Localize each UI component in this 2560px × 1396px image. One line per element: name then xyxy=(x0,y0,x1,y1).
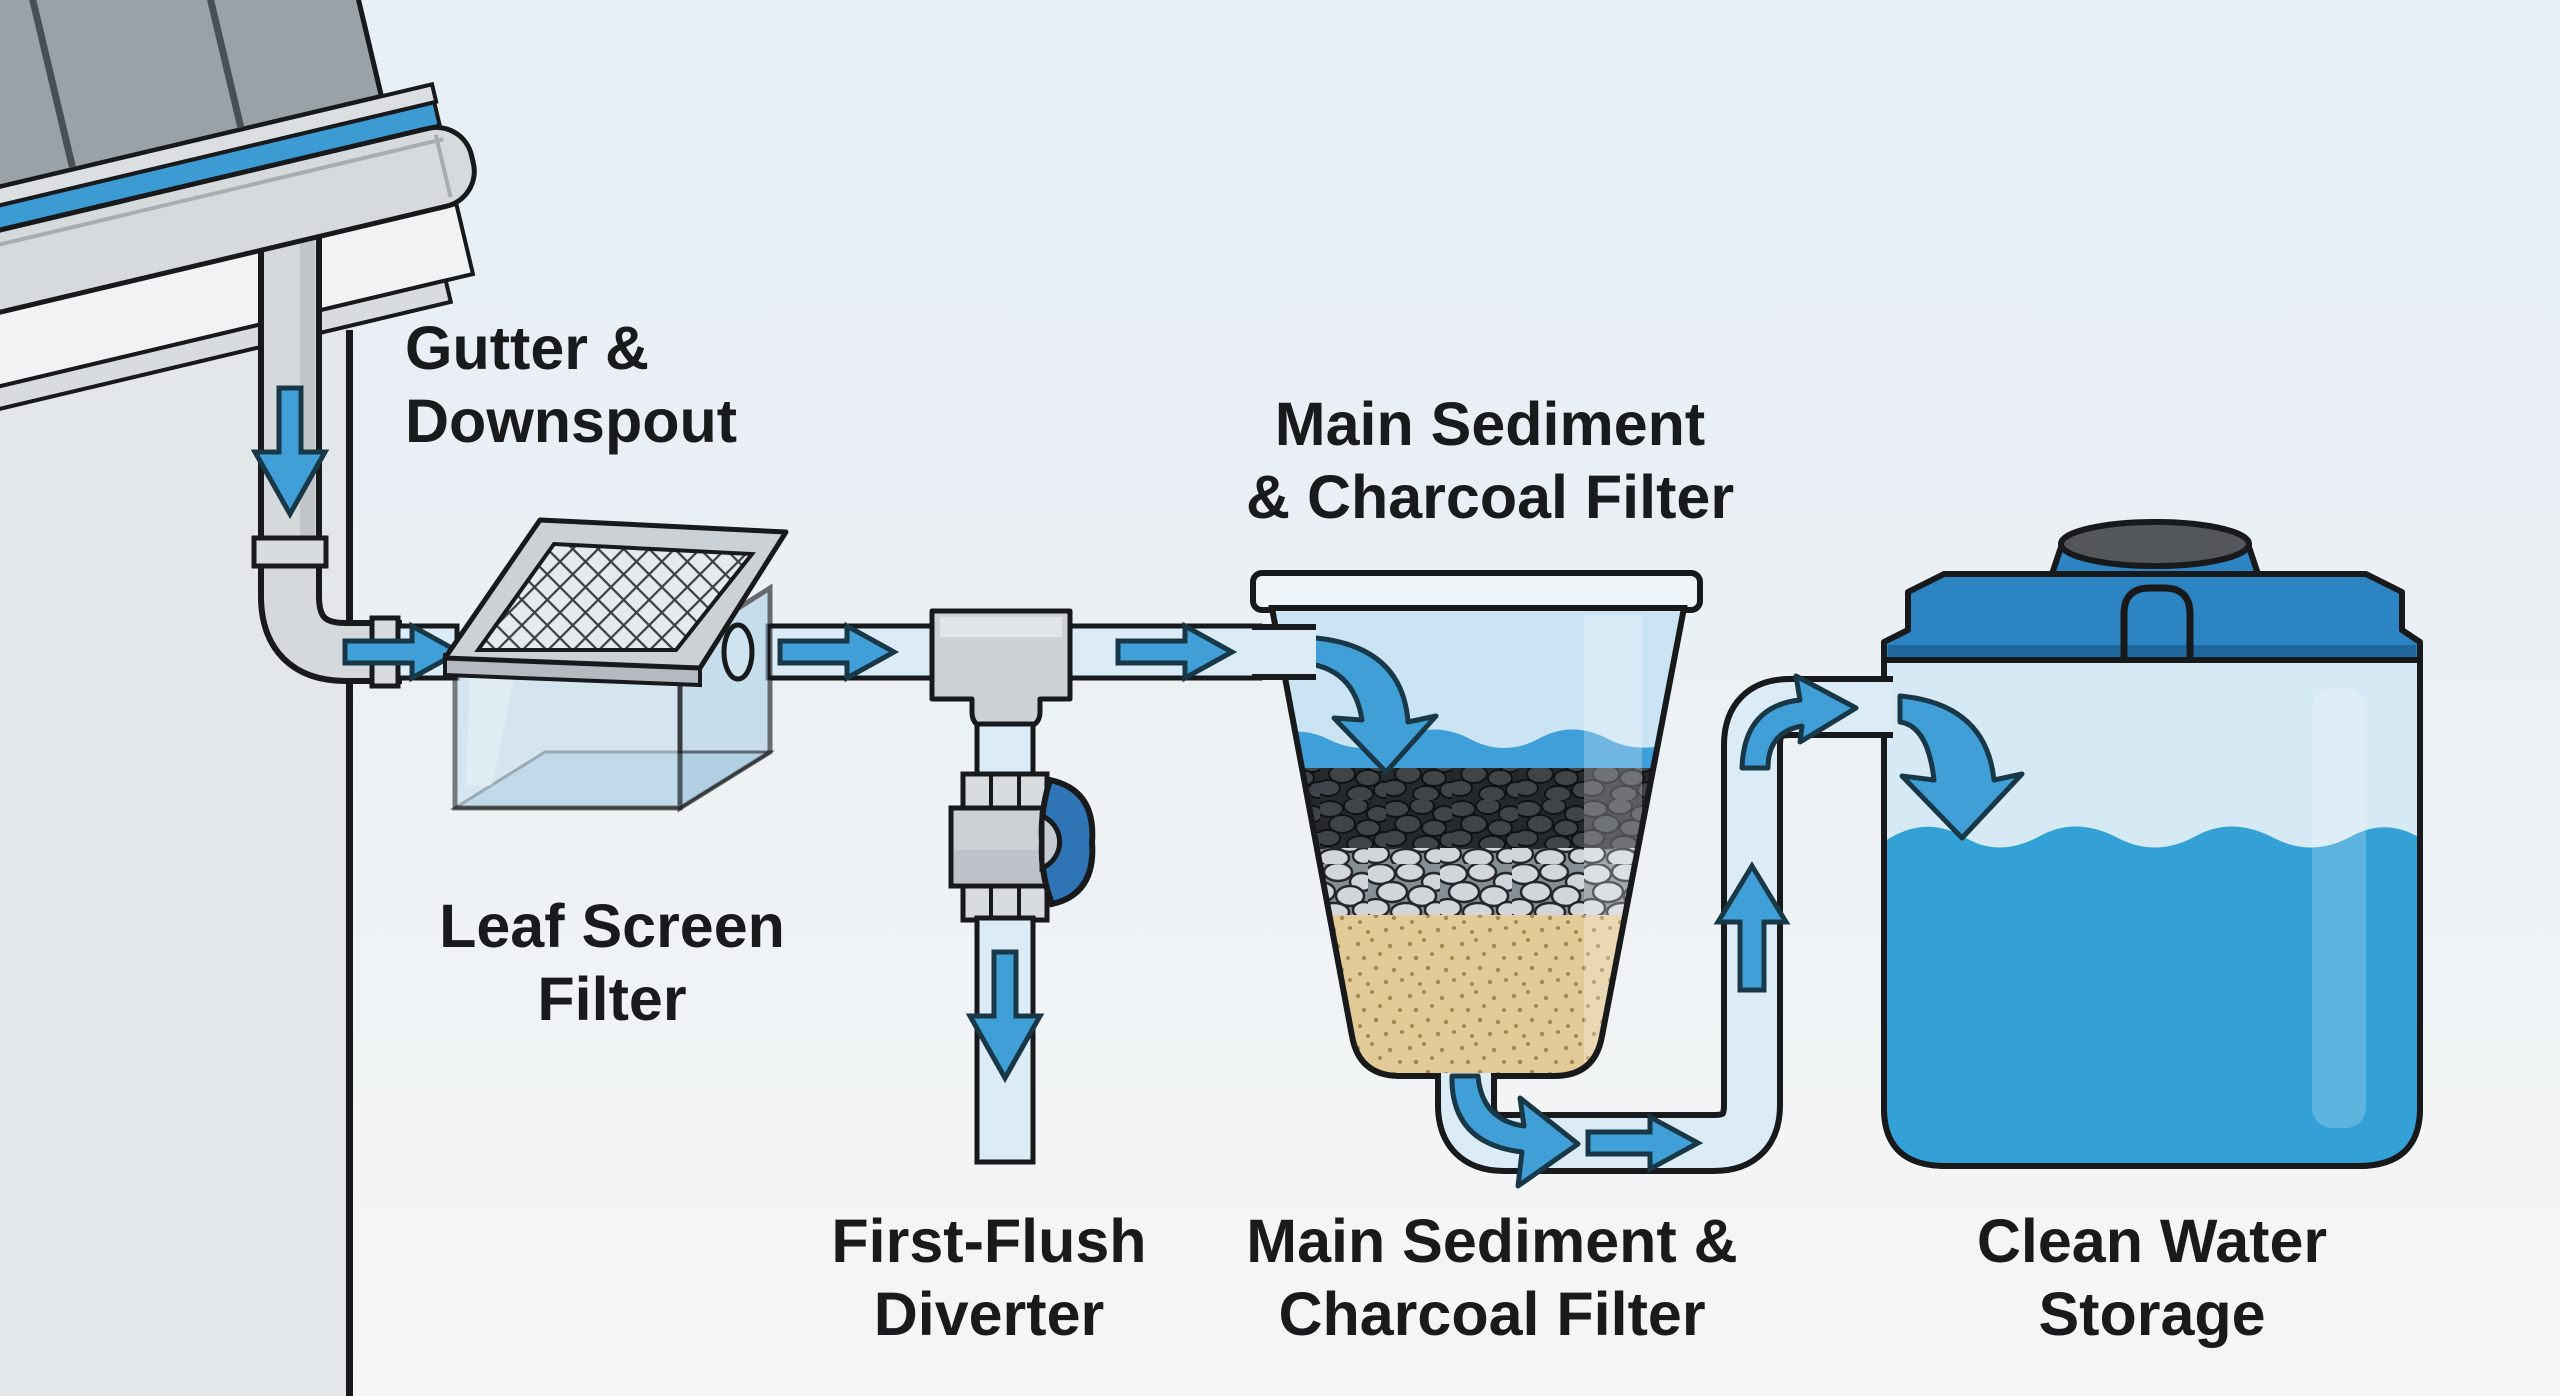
gravel-layer xyxy=(1272,848,1684,915)
label-main-filter-top: Main Sediment & Charcoal Filter xyxy=(1246,388,1734,534)
downspout-coupling xyxy=(251,535,329,569)
charcoal-layer xyxy=(1272,768,1684,848)
leaf-filter-inlet-arrow-icon xyxy=(342,621,465,683)
bucket-inlet-curved-arrow-icon xyxy=(1299,634,1439,775)
label-line: Gutter & xyxy=(405,314,649,382)
tank-gloss xyxy=(2312,688,2366,1128)
roof-panel-seams xyxy=(18,0,245,171)
tank-handle-arch xyxy=(2120,584,2194,658)
tank-inlet-curved-arrow-icon xyxy=(1897,693,2025,841)
pipe-opening xyxy=(721,622,755,682)
label-line: Main Sediment xyxy=(1274,390,1706,458)
clean-water-storage-tank xyxy=(1881,519,2423,1169)
gutter-end-cap xyxy=(433,134,453,198)
gutter-trough xyxy=(0,124,477,320)
label-line: Main Sediment & xyxy=(1246,1207,1738,1275)
label-line: Charcoal Filter xyxy=(1278,1280,1706,1349)
gutter-lip-line xyxy=(0,137,444,262)
diverter-stub-pipe xyxy=(974,721,1036,781)
label-line: Downspout xyxy=(405,387,738,456)
valve-coupling-top-notches xyxy=(989,774,1021,808)
leaf-filter-outlet-arrow-icon xyxy=(777,621,900,683)
mesh-screen xyxy=(474,541,756,652)
roof-soffit xyxy=(0,201,476,418)
label-line: Filter xyxy=(537,965,687,1034)
downspout-flow-arrow-icon xyxy=(250,385,330,520)
tank-cap xyxy=(2058,519,2252,569)
label-first-flush-diverter: First-Flush Diverter xyxy=(831,1205,1146,1351)
bucket-outlet-curved-arrow-icon xyxy=(1449,1073,1581,1189)
label-line: Clean Water xyxy=(1976,1207,2328,1275)
bucket-inlet-top-line xyxy=(1252,624,1316,630)
riser-up-arrow-icon xyxy=(1713,861,1791,993)
tank-water xyxy=(1884,826,2420,1166)
tank-outline xyxy=(1881,657,2423,1169)
label-line: Storage xyxy=(2038,1280,2266,1349)
leaf-screen-filter xyxy=(442,517,789,813)
roof-assembly xyxy=(0,0,477,320)
duct-flow-arrow-icon xyxy=(1585,1112,1704,1174)
label-line: & Charcoal Filter xyxy=(1245,463,1735,532)
bucket-inlet-bottom-line xyxy=(1252,674,1316,680)
tank-collar-stripe xyxy=(1888,645,2416,658)
house-wall-edge xyxy=(346,330,353,1396)
diverter-down-arrow-icon xyxy=(965,949,1045,1084)
first-flush-diverter xyxy=(929,608,1096,1165)
riser-top-curved-arrow-icon xyxy=(1739,673,1859,771)
valve-hub xyxy=(1039,812,1063,872)
tee-highlight xyxy=(940,617,1062,637)
label-line: Diverter xyxy=(873,1280,1105,1349)
valve-coupling-bottom xyxy=(960,883,1050,923)
label-gutter-downspout: Gutter & Downspout xyxy=(405,312,737,458)
label-clean-water-storage: Clean Water Storage xyxy=(1977,1205,2327,1351)
label-main-filter-bottom: Main Sediment & Charcoal Filter xyxy=(1246,1205,1737,1351)
valve-coupling-top xyxy=(960,771,1050,811)
bucket-rim xyxy=(1250,570,1703,613)
glass-gloss xyxy=(466,668,516,786)
bucket-inlet-opening xyxy=(1252,629,1316,675)
valve-coupling-bottom-notches xyxy=(989,886,1021,920)
tee-outlet-arrow-icon xyxy=(1115,621,1238,683)
label-leaf-screen-filter: Leaf Screen Filter xyxy=(439,890,785,1036)
label-line: Leaf Screen xyxy=(439,892,785,960)
bucket-outline xyxy=(1268,605,1688,1079)
tank-collar xyxy=(1881,571,2423,663)
bucket-water-surface xyxy=(1272,729,1684,772)
label-line: First-Flush xyxy=(831,1207,1147,1275)
